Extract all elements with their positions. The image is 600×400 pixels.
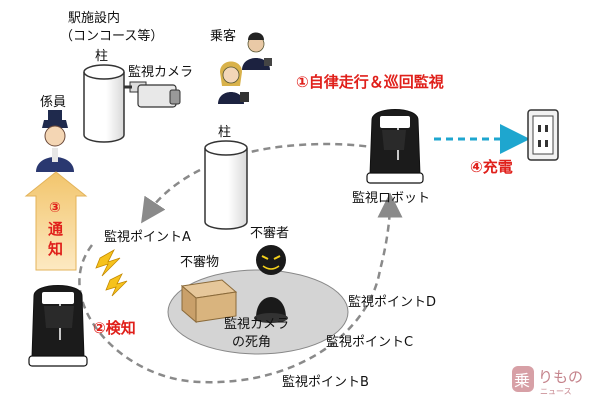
robot-icon	[366, 109, 424, 184]
passenger-female-icon	[218, 61, 249, 104]
blind-spot-label-1: 監視カメラ	[224, 316, 289, 332]
pillar-top-label: 柱	[95, 49, 108, 64]
notify-label-2: 知	[48, 240, 63, 258]
step2-label: ②検知	[93, 319, 136, 337]
suspicious-item-label: 不審物	[180, 255, 219, 270]
step1-label: ①自律走行＆巡回監視	[296, 73, 444, 91]
robot-label: 監視ロボット	[352, 190, 430, 206]
pillar-center	[204, 140, 248, 230]
notify-label-1: 通	[48, 220, 63, 238]
staff-label: 係員	[40, 95, 66, 110]
pillar-top	[83, 64, 125, 143]
staff-icon	[36, 110, 74, 172]
point-c-label: 監視ポイントC	[326, 334, 413, 350]
point-d-label: 監視ポイントD	[348, 294, 436, 310]
passenger-label: 乗客	[210, 28, 236, 44]
watermark-line2: ニュース	[540, 387, 572, 396]
notify-arrow	[24, 171, 88, 271]
blind-spot-label-2: の死角	[232, 335, 271, 350]
outlet-icon	[527, 109, 559, 161]
camera-label: 監視カメラ	[128, 64, 193, 80]
passenger-male-icon	[242, 32, 272, 70]
watermark-logo	[512, 366, 534, 392]
point-b-label: 監視ポイントB	[282, 374, 369, 390]
suspicious-person-icon	[254, 245, 288, 323]
patrol-path	[239, 142, 379, 157]
patrol-path-return	[78, 192, 403, 384]
patrol-path-to-a	[141, 168, 201, 224]
watermark-line1: りもの	[538, 368, 583, 386]
step4-label: ④充電	[470, 158, 513, 176]
lightning-icon	[95, 248, 128, 297]
area-label-line1: 駅施設内	[68, 10, 120, 26]
suspicious-person-label: 不審者	[250, 226, 289, 241]
area-label-line2: （コンコース等）	[60, 28, 163, 44]
robot-detect-icon	[28, 285, 88, 367]
camera-icon	[124, 81, 181, 108]
watermark-glyph: 乗	[514, 371, 530, 390]
point-a-label: 監視ポイントA	[104, 229, 191, 245]
suspicious-item-icon	[180, 279, 238, 324]
step3-label: ③	[49, 200, 61, 216]
pillar-center-label: 柱	[218, 125, 231, 140]
